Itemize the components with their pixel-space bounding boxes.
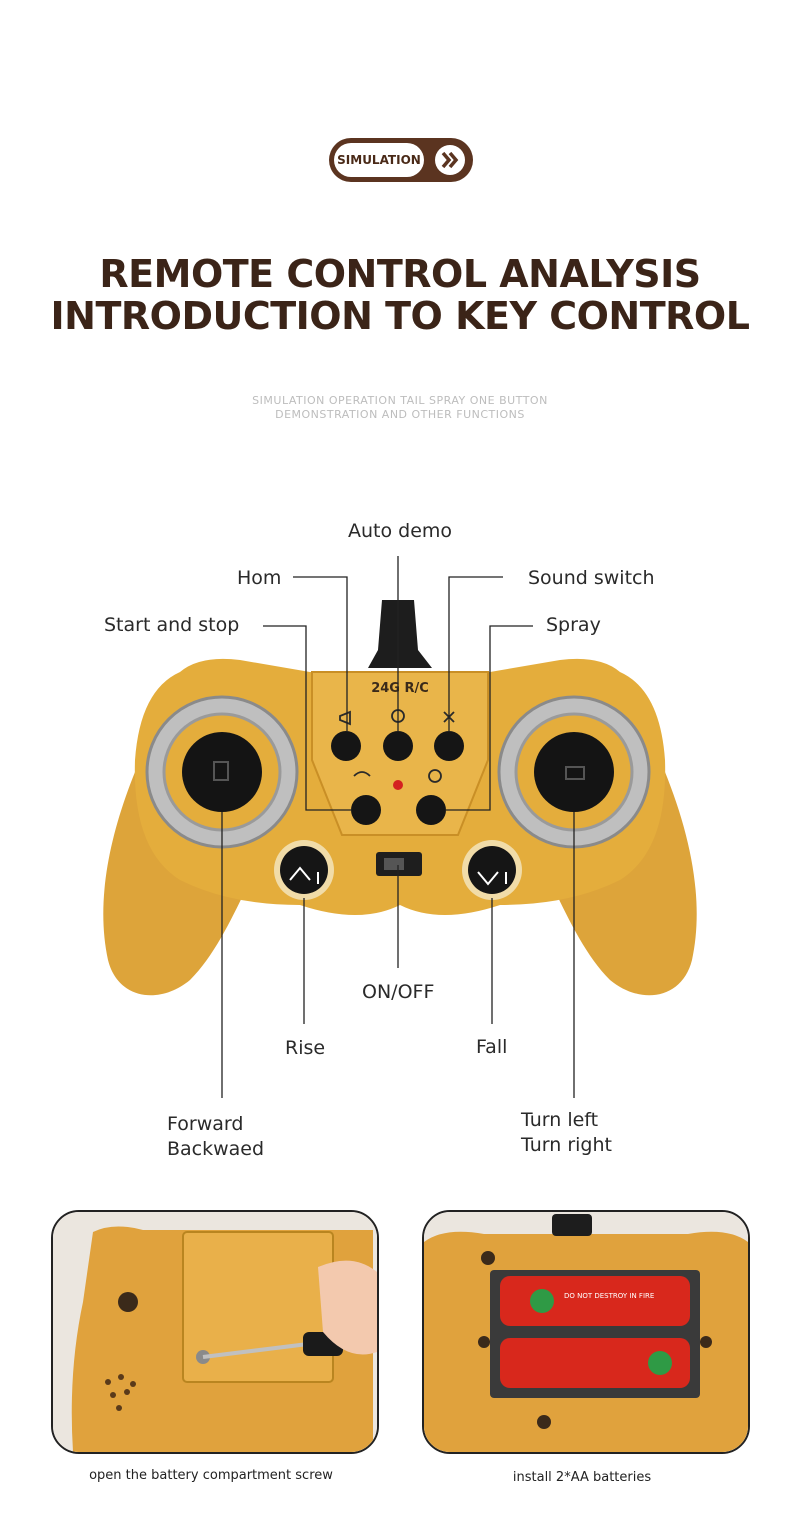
sound-switch-button [434,731,464,761]
label-forward: Forward [167,1113,244,1135]
antenna-icon [552,1214,592,1236]
photo-batteries: DO NOT DESTROY IN FIRE [422,1210,750,1454]
label-start-stop: Start and stop [104,614,240,636]
antenna-icon [368,600,432,668]
caption-batteries: install 2*AA batteries [512,1470,652,1485]
photo-battery-screw [51,1210,379,1454]
label-sound-switch: Sound switch [528,567,655,589]
start-stop-button [351,795,381,825]
spray-button [416,795,446,825]
spray-icon [428,769,442,783]
label-auto-demo: Auto demo [348,520,453,542]
rise-button [280,846,328,894]
fall-button [468,846,516,894]
forklift-fall-icon [477,871,507,886]
label-fall: Fall [476,1036,508,1058]
left-joystick [182,732,262,812]
start-stop-icon [353,771,371,777]
forklift-rise-icon [289,866,319,884]
double-chevron-right-icon [435,145,465,175]
page-title-line2: INTRODUCTION TO KEY CONTROL [50,294,750,338]
label-on-off: ON/OFF [362,981,435,1003]
controller-illustration: 24G R/C [103,556,697,1098]
right-joystick [534,732,614,812]
subtitle-line1: SIMULATION OPERATION TAIL SPRAY ONE BUTT… [252,394,548,407]
badge-label: SIMULATION [334,143,424,177]
label-horn: Hom [237,567,282,589]
label-turn-right: Turn right [521,1134,612,1156]
hand-icon [318,1260,377,1355]
label-rise: Rise [285,1037,326,1059]
page-title-line1: REMOTE CONTROL ANALYSIS [99,252,701,296]
caption-battery-screw: open the battery compartment screw [89,1468,333,1483]
indicator-led [393,780,403,790]
battery-warning-text: DO NOT DESTROY IN FIRE [564,1292,654,1300]
battery-top [500,1276,690,1326]
screwdriver-icon [202,1342,309,1359]
subtitle-line2: DEMONSTRATION AND OTHER FUNCTIONS [275,408,525,421]
battery-bottom [500,1338,690,1388]
model-text: 24G R/C [371,681,429,696]
label-turn-left: Turn left [521,1109,599,1131]
label-spray: Spray [546,614,601,636]
label-backward: Backwaed [167,1138,265,1160]
horn-button [331,731,361,761]
simulation-badge: SIMULATION [329,138,473,182]
auto-demo-button [383,731,413,761]
